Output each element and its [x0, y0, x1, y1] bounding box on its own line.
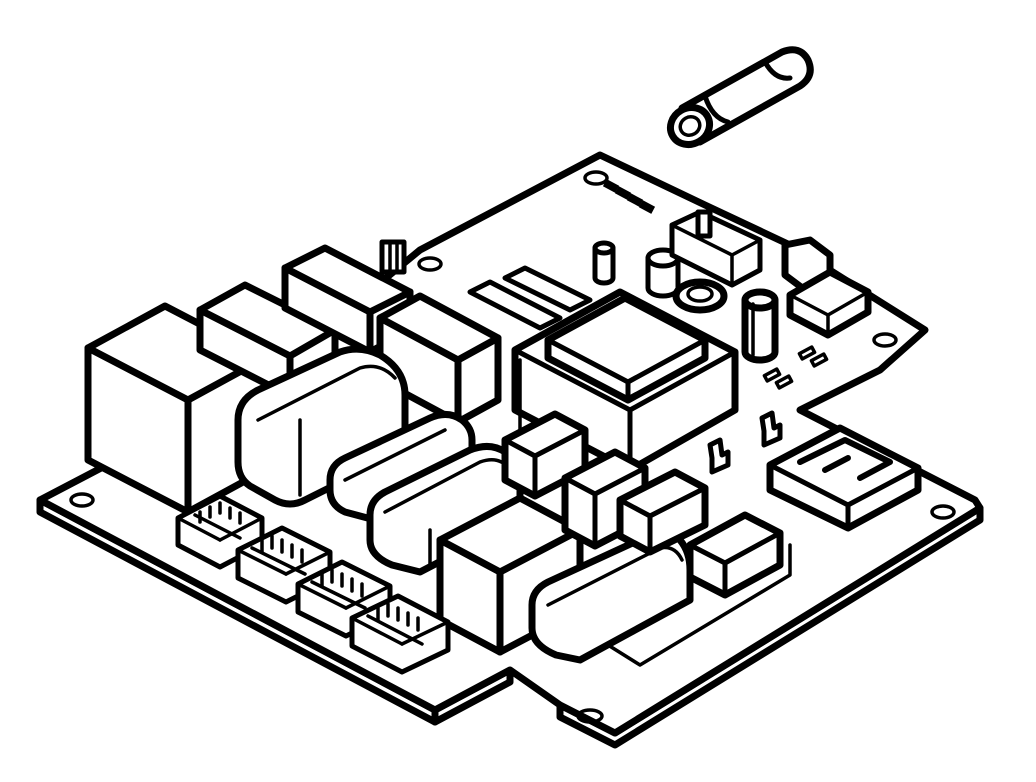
connector-4-pins: [376, 602, 420, 632]
mount-hole-left: [69, 492, 95, 508]
capacitor-small-rear: [592, 240, 616, 286]
relay-center-3: [616, 468, 709, 556]
connector-3-pins: [320, 568, 364, 598]
pad-row-top: [602, 179, 656, 214]
transistor-block-right: [786, 268, 872, 339]
fuse-cap-back: [762, 59, 793, 81]
mount-hole-rear-right: [872, 332, 898, 348]
inductor-coil: [672, 278, 728, 314]
mount-hole-bottom: [576, 708, 604, 724]
front-connectors: [175, 493, 451, 675]
clip-pair: [707, 410, 783, 475]
relay-front-small: [686, 511, 784, 599]
fuse-cap-front-band: [702, 93, 731, 125]
mount-hole-right: [930, 504, 956, 520]
clip-connector-left: [379, 239, 407, 275]
right-components: [707, 410, 922, 532]
connector-2-pins: [260, 534, 304, 564]
microcontroller-chip: [544, 294, 709, 404]
film-capacitor-2: [326, 411, 476, 524]
fuse-end: [678, 114, 702, 138]
resistor-strips: [467, 265, 593, 331]
rear-components: [379, 179, 872, 390]
fuse-cap-front: [666, 103, 714, 149]
connector-1-pins: [198, 501, 242, 525]
mount-hole-mid: [417, 256, 443, 272]
mount-hole-top: [583, 170, 609, 186]
switch-block: [669, 209, 763, 288]
pad-row-right: [762, 345, 829, 390]
board-silkscreen: [598, 543, 792, 667]
left-components: [84, 244, 784, 664]
fuse: [666, 46, 814, 149]
connector-4: [349, 593, 451, 675]
capacitor-tall-right: [741, 288, 779, 364]
terminal-block: [766, 424, 922, 532]
